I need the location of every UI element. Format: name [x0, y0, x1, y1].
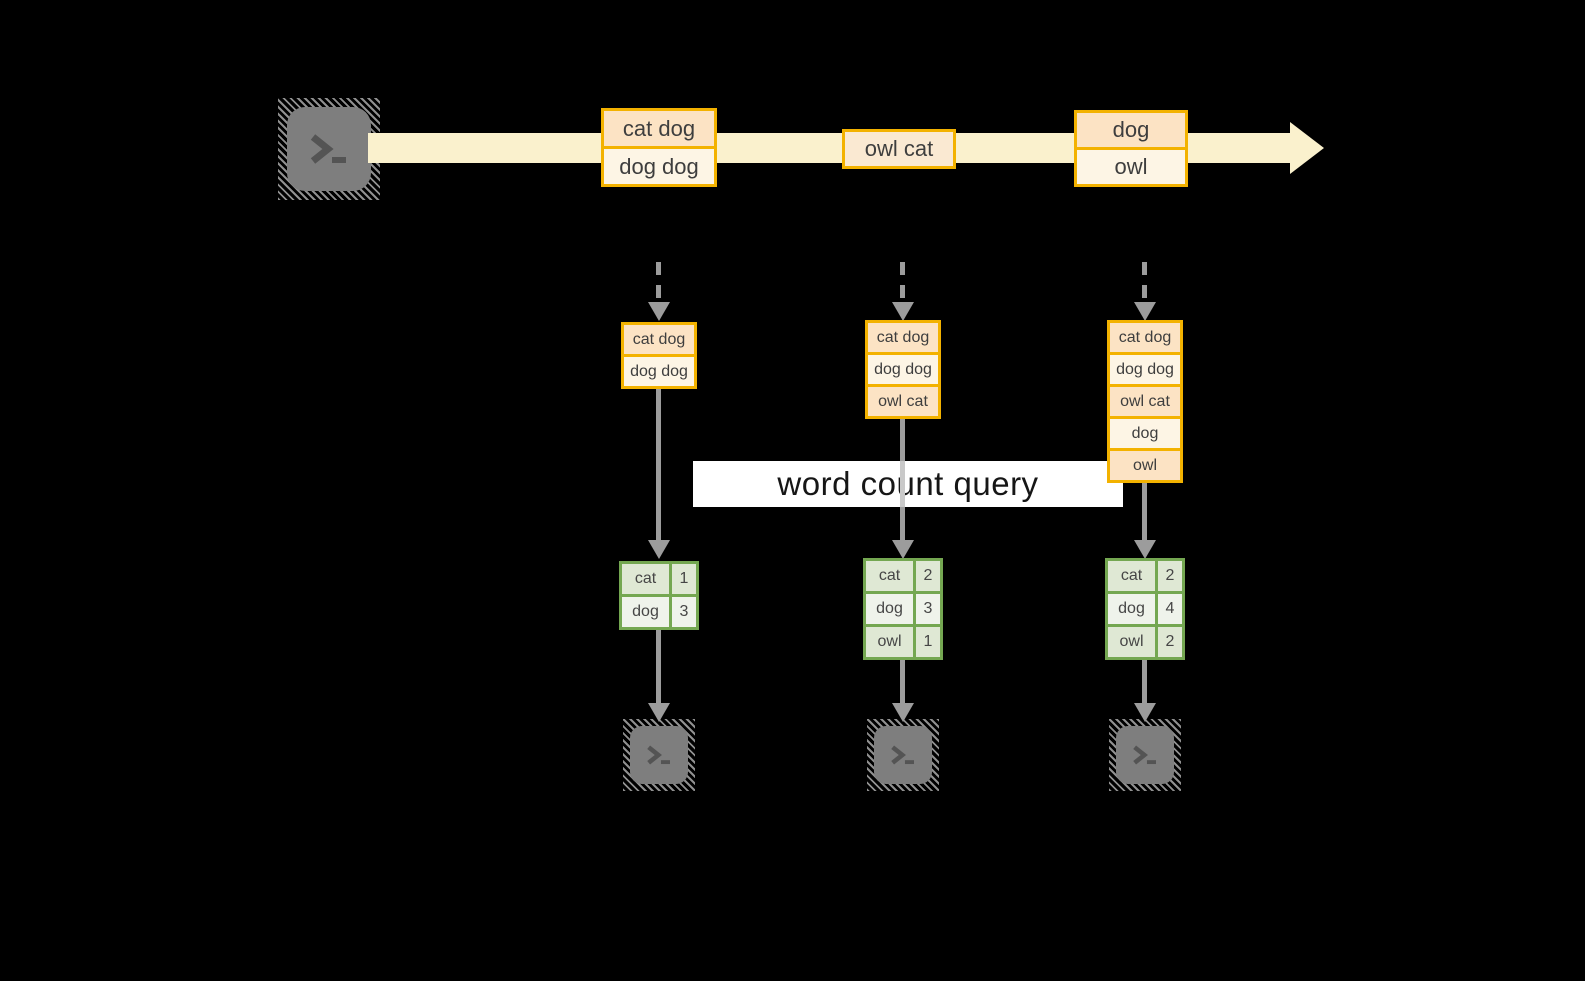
terminal-prompt-icon — [891, 745, 914, 765]
buffer-row: dog dog — [868, 355, 938, 384]
output-arrowhead-3 — [1134, 703, 1156, 722]
stream-arrowhead-icon — [1290, 122, 1324, 174]
stream-record-group-1: cat dog dog dog — [601, 108, 717, 187]
buffer-row: owl cat — [1110, 387, 1180, 416]
ingest-arrow-line-1 — [656, 262, 661, 304]
output-arrowhead-2 — [892, 703, 914, 722]
output-arrow-line-3 — [1142, 660, 1147, 704]
buffer-stack-3: cat dog dog dog owl cat dog owl — [1107, 320, 1183, 483]
sink-terminal-icon-2 — [874, 726, 932, 784]
result-table-1: cat 1 dog 3 — [619, 561, 699, 630]
stream-record: dog — [1077, 113, 1185, 147]
buffer-row: cat dog — [1110, 323, 1180, 352]
output-arrow-line-1 — [656, 630, 661, 704]
result-word-cell: owl — [866, 627, 913, 657]
result-word-cell: owl — [1108, 627, 1155, 657]
result-count-cell: 1 — [672, 564, 696, 594]
ingest-arrowhead-2 — [892, 302, 914, 321]
query-banner: word count query — [693, 461, 1123, 507]
stream-record-group-3: dog owl — [1074, 110, 1188, 187]
result-table-3: cat 2 dog 4 owl 2 — [1105, 558, 1185, 660]
output-arrowhead-1 — [648, 703, 670, 722]
result-count-cell: 3 — [672, 597, 696, 627]
result-count-cell: 2 — [1158, 627, 1182, 657]
query-arrow-line-1 — [656, 389, 661, 541]
buffer-row: dog dog — [1110, 355, 1180, 384]
result-count-cell: 1 — [916, 627, 940, 657]
result-table-2: cat 2 dog 3 owl 1 — [863, 558, 943, 660]
buffer-row: dog dog — [624, 357, 694, 386]
buffer-row: cat dog — [868, 323, 938, 352]
query-arrowhead-3 — [1134, 540, 1156, 559]
result-count-cell: 4 — [1158, 594, 1182, 624]
query-arrow-line-2-overlay — [900, 461, 905, 507]
sink-terminal-icon-1 — [630, 726, 688, 784]
buffer-stack-1: cat dog dog dog — [621, 322, 697, 389]
terminal-prompt-icon — [1133, 745, 1156, 765]
result-word-cell: dog — [622, 597, 669, 627]
result-word-cell: cat — [866, 561, 913, 591]
stream-record: owl cat — [845, 132, 953, 166]
result-word-cell: cat — [1108, 561, 1155, 591]
sink-terminal-icon-3 — [1116, 726, 1174, 784]
result-word-cell: dog — [866, 594, 913, 624]
stream-record-group-2: owl cat — [842, 129, 956, 169]
ingest-arrowhead-3 — [1134, 302, 1156, 321]
query-arrow-line-3 — [1142, 483, 1147, 541]
query-arrowhead-2 — [892, 540, 914, 559]
ingest-arrow-line-3 — [1142, 262, 1147, 304]
terminal-prompt-icon — [310, 134, 346, 164]
query-arrowhead-1 — [648, 540, 670, 559]
result-word-cell: dog — [1108, 594, 1155, 624]
stream-record: dog dog — [604, 149, 714, 184]
output-arrow-line-2 — [900, 660, 905, 704]
stream-record: owl — [1077, 150, 1185, 184]
buffer-row: dog — [1110, 419, 1180, 448]
source-terminal-icon — [287, 107, 371, 191]
result-count-cell: 2 — [1158, 561, 1182, 591]
buffer-row: owl — [1110, 451, 1180, 480]
ingest-arrow-line-2 — [900, 262, 905, 304]
buffer-stack-2: cat dog dog dog owl cat — [865, 320, 941, 419]
ingest-arrowhead-1 — [648, 302, 670, 321]
stream-record: cat dog — [604, 111, 714, 146]
buffer-row: owl cat — [868, 387, 938, 416]
terminal-prompt-icon — [647, 745, 670, 765]
result-count-cell: 2 — [916, 561, 940, 591]
result-count-cell: 3 — [916, 594, 940, 624]
buffer-row: cat dog — [624, 325, 694, 354]
result-word-cell: cat — [622, 564, 669, 594]
